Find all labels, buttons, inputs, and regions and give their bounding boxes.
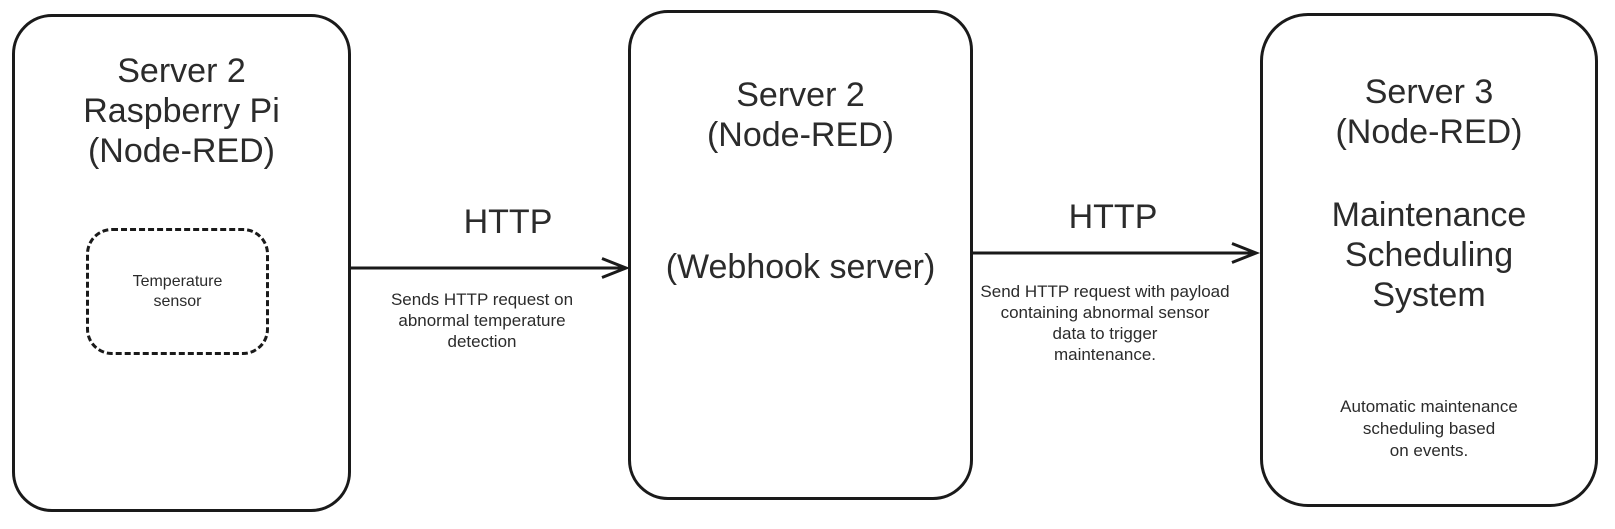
- node-server2-raspberry-pi-title: Server 2 Raspberry Pi (Node-RED): [83, 52, 280, 170]
- node-server2-webhook: Server 2 (Node-RED) (Webhook server): [628, 10, 973, 500]
- http-arrow-2: [973, 242, 1261, 264]
- edge1-protocol-label: HTTP: [463, 203, 553, 241]
- http-arrow-1: [351, 257, 631, 279]
- node-server2-webhook-subtitle: (Webhook server): [665, 248, 936, 286]
- temperature-sensor-label: Temperature sensor: [132, 272, 223, 310]
- edge1-description: Sends HTTP request on abnormal temperatu…: [390, 290, 574, 351]
- edge2-description: Send HTTP request with payload containin…: [980, 282, 1230, 364]
- edge2-protocol-label: HTTP: [1068, 198, 1158, 236]
- node-server3-maintenance-description: Automatic maintenance scheduling based o…: [1340, 397, 1518, 460]
- node-server3-maintenance: Server 3 (Node-RED) Maintenance Scheduli…: [1260, 13, 1598, 507]
- node-server3-maintenance-subtitle: Maintenance Scheduling System: [1331, 196, 1527, 314]
- node-server3-maintenance-title: Server 3 (Node-RED): [1335, 73, 1523, 151]
- node-server2-raspberry-pi: Server 2 Raspberry Pi (Node-RED) Tempera…: [12, 14, 351, 512]
- node-server2-webhook-title: Server 2 (Node-RED): [706, 76, 895, 154]
- temperature-sensor-box: Temperature sensor: [86, 228, 269, 355]
